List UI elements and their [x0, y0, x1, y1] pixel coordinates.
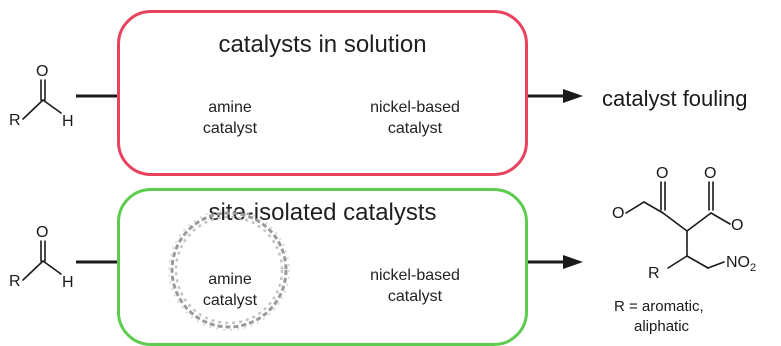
aldehyde-structure-bottom — [22, 240, 62, 281]
r-group-definition: R = aromatic, aliphatic — [614, 297, 754, 337]
aldehyde-top-h-label: H — [62, 113, 74, 130]
catalysts-in-solution-box: catalysts in solution amine catalyst nic… — [117, 10, 528, 176]
nitro-text: NO — [726, 254, 750, 271]
product-o-ether-right-label: O — [731, 217, 744, 234]
aldehyde-top-o-label: O — [36, 63, 49, 80]
aldehyde-bottom-o-label: O — [36, 224, 49, 241]
bottom-nickel-line1: nickel-based — [370, 267, 460, 284]
arrow-bottom — [528, 255, 583, 269]
product-o-right-label: O — [704, 165, 717, 182]
bottom-amine-line2: catalyst — [202, 292, 258, 309]
aldehyde-top-r-label: R — [9, 112, 21, 129]
site-isolated-catalysts-box: site-isolated catalysts amine catalyst n… — [117, 188, 528, 346]
bottom-box-title: site-isolated catalysts — [208, 199, 437, 226]
aldehyde-bottom-r-label: R — [9, 273, 21, 290]
top-nickel-line2: catalyst — [387, 120, 443, 137]
r-def-line2: aliphatic — [634, 318, 690, 335]
r-def-line1: R = aromatic, — [614, 298, 704, 315]
bottom-nickel-line2: catalyst — [387, 288, 443, 305]
top-box-title: catalysts in solution — [218, 31, 427, 58]
catalyst-fouling-label: catalyst fouling — [602, 86, 748, 111]
top-nickel-catalyst-label: nickel-based catalyst — [345, 97, 485, 139]
top-amine-line1: amine — [208, 99, 252, 116]
product-r-group-label: R — [648, 265, 660, 282]
nitro-subscript: 2 — [750, 262, 757, 275]
arrow-top — [528, 89, 583, 103]
aldehyde-bottom-h-label: H — [62, 274, 74, 291]
top-nickel-line1: nickel-based — [370, 99, 460, 116]
product-o-ether-left-label: O — [612, 205, 625, 222]
product-o-left-label: O — [656, 165, 669, 182]
aldehyde-structure-top — [22, 79, 62, 120]
bottom-amine-catalyst-label: amine catalyst — [175, 269, 285, 311]
top-amine-catalyst-label: amine catalyst — [175, 97, 285, 139]
top-amine-line2: catalyst — [202, 120, 258, 137]
bottom-amine-line1: amine — [208, 271, 252, 288]
product-nitro-label: NO2 — [726, 253, 756, 278]
bottom-nickel-catalyst-label: nickel-based catalyst — [345, 265, 485, 307]
product-structure — [625, 181, 731, 269]
